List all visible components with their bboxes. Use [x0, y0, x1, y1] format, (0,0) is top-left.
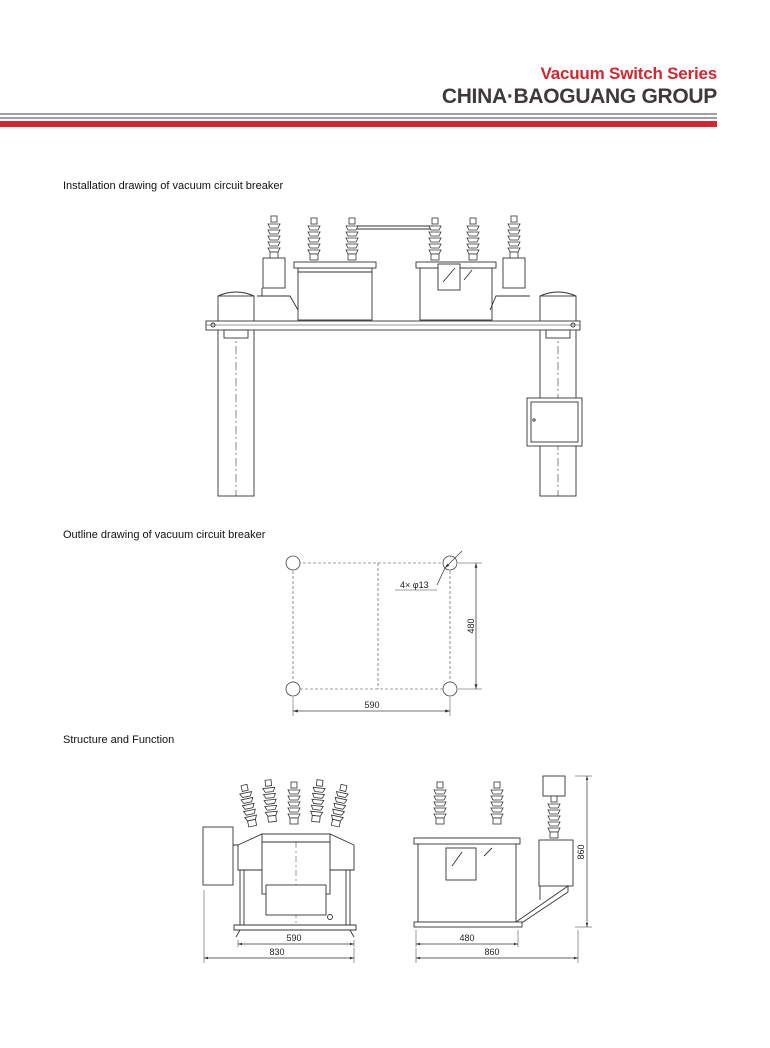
- side-outer-width-label: 860: [484, 947, 499, 957]
- holes-dimension-label: 4× φ13: [400, 580, 429, 590]
- side-height-label: 860: [576, 844, 586, 859]
- header-rule-gray: [0, 113, 717, 115]
- structure-front-view: [202, 826, 357, 963]
- front-inner-width-label: 590: [286, 933, 301, 943]
- installation-drawing: [205, 225, 583, 497]
- outline-title: Outline drawing of vacuum circuit breake…: [63, 529, 266, 541]
- outline-height-label: 480: [466, 618, 476, 633]
- header-rule-red: [0, 121, 717, 127]
- structure-side-view: [413, 775, 592, 963]
- front-outer-width-label: 830: [269, 947, 284, 957]
- outline-drawing: [285, 550, 482, 716]
- series-title: Vacuum Switch Series: [540, 64, 718, 83]
- side-inner-width-label: 480: [459, 933, 474, 943]
- installation-title: Installation drawing of vacuum circuit b…: [63, 180, 284, 192]
- structure-title: Structure and Function: [63, 734, 175, 746]
- company-title: CHINA·BAOGUANG GROUP: [441, 85, 717, 108]
- outline-width-label: 590: [364, 700, 379, 710]
- header-rule-gray-2: [0, 117, 717, 119]
